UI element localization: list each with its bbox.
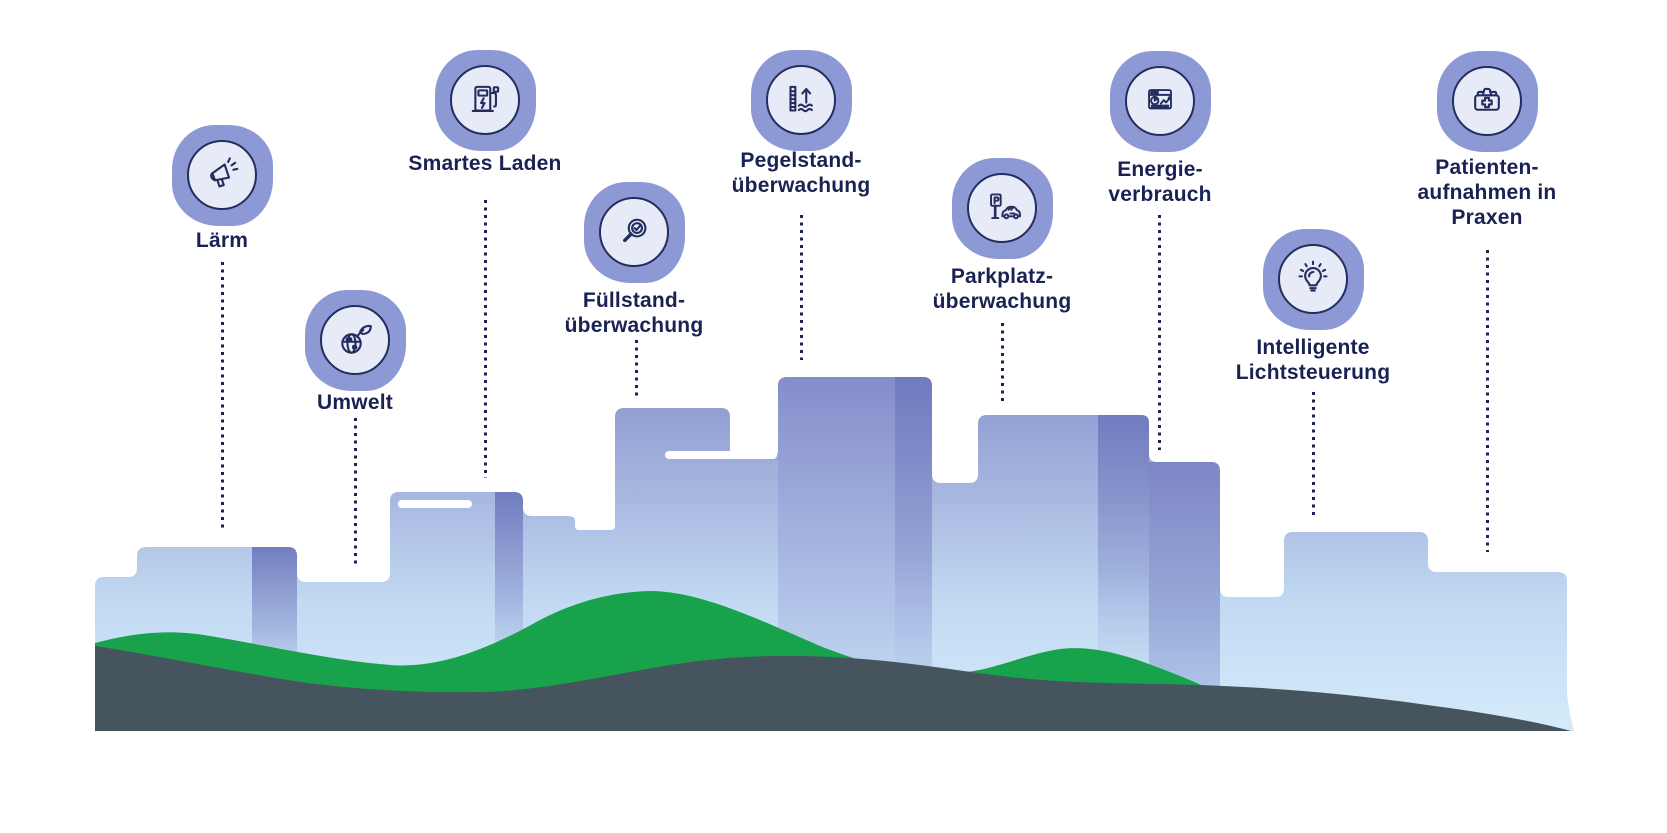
leader-line-fuellstand [634, 340, 638, 397]
water-level-icon [789, 85, 813, 113]
callout-badge-fuellstand [583, 181, 685, 283]
leader-line-energie [1157, 215, 1161, 450]
magnifier-check-icon [623, 218, 647, 243]
tall-tower [778, 377, 932, 731]
callout-label-umwelt: Umwelt [317, 391, 393, 414]
callout-badge-laerm [171, 124, 273, 226]
callout-label-energie: Energie- verbrauch [1108, 158, 1212, 206]
callout-badge-licht [1262, 228, 1364, 330]
first-aid-bag-icon [1474, 87, 1500, 111]
leader-line-laerm [220, 262, 224, 531]
window-slit [398, 500, 472, 508]
leader-line-licht [1311, 392, 1315, 516]
parking-icon [990, 193, 1021, 220]
shade-band [895, 377, 932, 700]
leader-line-pegelstand [799, 215, 803, 360]
callout-badge-smartes-laden [434, 49, 536, 151]
callout-label-licht: Intelligente Lichtsteuerung [1235, 336, 1391, 384]
dashboard-chart-icon [1148, 89, 1172, 110]
leader-line-umwelt [353, 418, 357, 568]
ground-wave [95, 646, 1571, 731]
callout-badge-energie [1109, 50, 1211, 152]
leader-line-parkplatz [1000, 323, 1004, 403]
callout-badge-patienten [1436, 50, 1538, 152]
ev-charger-icon [471, 85, 500, 112]
shade-band [1098, 415, 1149, 700]
leader-line-patienten [1485, 250, 1489, 552]
callout-badge-pegelstand [750, 49, 852, 151]
callout-label-pegelstand: Pegelstand- überwachung [731, 149, 871, 197]
globe-leaf-icon [341, 324, 372, 354]
callout-label-laerm: Lärm [195, 229, 249, 252]
purple-tower [1149, 462, 1220, 731]
window-slit [665, 451, 777, 459]
lightbulb-icon [1298, 260, 1328, 292]
callout-label-fuellstand: Füllstand- überwachung [564, 289, 704, 337]
megaphone-icon [210, 157, 239, 188]
callout-label-parkplatz: Parkplatz- überwachung [932, 265, 1072, 313]
callout-label-patienten: Patienten- aufnahmen in Praxen [1417, 156, 1557, 229]
leader-line-smartes-laden [483, 200, 487, 478]
callout-badge-parkplatz [951, 157, 1053, 259]
callout-label-smartes-laden: Smartes Laden [408, 152, 562, 175]
callout-badge-umwelt [304, 289, 406, 391]
